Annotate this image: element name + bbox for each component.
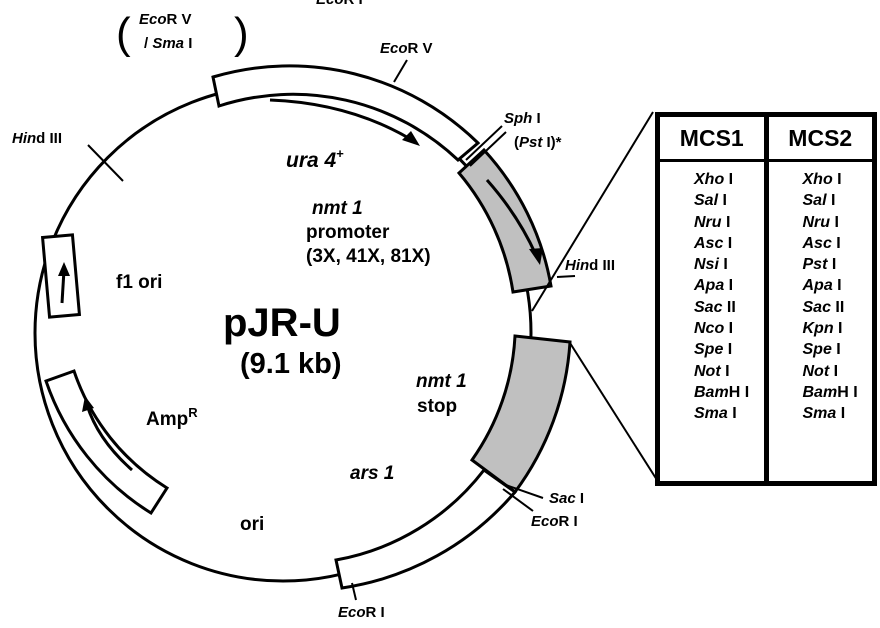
mcs2-site: Sac II (802, 298, 845, 316)
ecori-bottom-line (351, 582, 357, 601)
plasmid-name: pJR-U (223, 301, 341, 345)
sac-line-1 (502, 483, 544, 499)
mcs1-site: Nsi I (694, 256, 728, 274)
ampr-label: AmpR (146, 405, 198, 430)
ecorv-line (393, 59, 408, 83)
f1-ori-arrowhead (58, 262, 70, 276)
sac-label: Sac I (549, 490, 584, 507)
hind-right-line (556, 275, 576, 278)
mcs2-site: Kpn I (802, 320, 843, 338)
mcs1-column: MCS1 Xho I Sal I Nru I Asc I Nsi I Apa I… (660, 117, 764, 481)
mcs1-site: BamH I (694, 383, 750, 401)
mcs2-site: Asc I (802, 234, 841, 252)
sph-line-2 (469, 131, 507, 167)
stop-label-2: stop (417, 396, 457, 417)
bracket-right: ) (234, 9, 249, 58)
ampr-arrowhead (82, 396, 94, 412)
mcs2-site: Xho I (802, 171, 842, 188)
mcs1-site: Spe I (694, 341, 733, 359)
ars1-label: ars 1 (350, 463, 394, 484)
promoter-label-2: promoter (306, 222, 390, 243)
ura4-segment (211, 64, 481, 163)
ecori-right-label: EcoR I (531, 513, 578, 530)
promoter-arrow (485, 179, 538, 256)
bracket-left: ( (116, 9, 131, 58)
ura4-arrowhead (402, 131, 420, 146)
mcs1-site: Asc I (694, 234, 733, 252)
mcs1-callout-line (531, 111, 654, 312)
mcs2-site: Sal I (802, 192, 836, 210)
mcs2-site: Nru I (802, 213, 839, 231)
mcs1-site: Sma I (694, 405, 737, 423)
ori-label: ori (240, 514, 264, 535)
mcs2-callout-line (569, 342, 658, 481)
ecorv-label: EcoR V (380, 40, 433, 57)
promoter-segment (456, 147, 553, 294)
mcs-table: MCS1 Xho I Sal I Nru I Asc I Nsi I Apa I… (655, 112, 877, 486)
ecorv-sma-label-1: EcoR V (139, 11, 192, 28)
mcs2-site: Sma I (802, 405, 846, 423)
ecori-bottom-label: EcoR I (338, 604, 385, 621)
mcs1-site: Sal I (694, 192, 727, 210)
mcs1-site: Sac II (694, 298, 736, 316)
ura4-label: ura 4+ (286, 146, 344, 172)
mcs1-list: Xho I Sal I Nru I Asc I Nsi I Apa I Sac … (660, 162, 764, 427)
ars1-segment (334, 467, 518, 590)
ampr-arrow (85, 404, 133, 472)
stop-label-1: nmt 1 (416, 371, 467, 392)
stop-segment (469, 334, 572, 495)
mcs2-header: MCS2 (768, 117, 872, 162)
promoter-label-3: (3X, 41X, 81X) (306, 246, 431, 267)
mcs2-site: Spe I (802, 341, 841, 359)
f1-ori-label: f1 ori (116, 272, 162, 293)
sac-line-2 (502, 488, 534, 512)
mcs2-list: Xho I Sal I Nru I Asc I Pst I Apa I Sac … (769, 162, 873, 427)
sph-label: Sph I (504, 110, 541, 127)
hind-left-label: Hind III (12, 130, 62, 147)
mcs2-column: MCS2 Xho I Sal I Nru I Asc I Pst I Apa I… (763, 117, 873, 481)
ecorv-sma-label-2: / Sma I (144, 35, 192, 52)
mcs1-site: Xho I (694, 171, 734, 188)
mcs1-site: Nru I (694, 213, 731, 231)
mcs2-site: Pst I (802, 256, 837, 274)
promoter-label-1: nmt 1 (312, 198, 363, 219)
mcs1-site: Nco I (694, 320, 734, 338)
mcs1-header: MCS1 (660, 117, 764, 162)
hind-left-line (87, 144, 124, 182)
mcs1-site: Not I (694, 362, 730, 380)
mcs2-site: Apa I (802, 277, 842, 295)
pst-label: (Pst I)* (514, 134, 562, 151)
mcs2-site: Not I (802, 362, 839, 380)
ura4-arrow (269, 98, 413, 142)
top-cut-label: EcoR I (316, 0, 363, 8)
mcs2-site: BamH I (802, 383, 858, 401)
sph-line-1 (465, 125, 503, 161)
promoter-arrowhead (529, 248, 543, 265)
hind-right-label: Hind III (565, 257, 615, 274)
plasmid-size: (9.1 kb) (240, 348, 342, 380)
mcs1-site: Apa I (694, 277, 734, 295)
